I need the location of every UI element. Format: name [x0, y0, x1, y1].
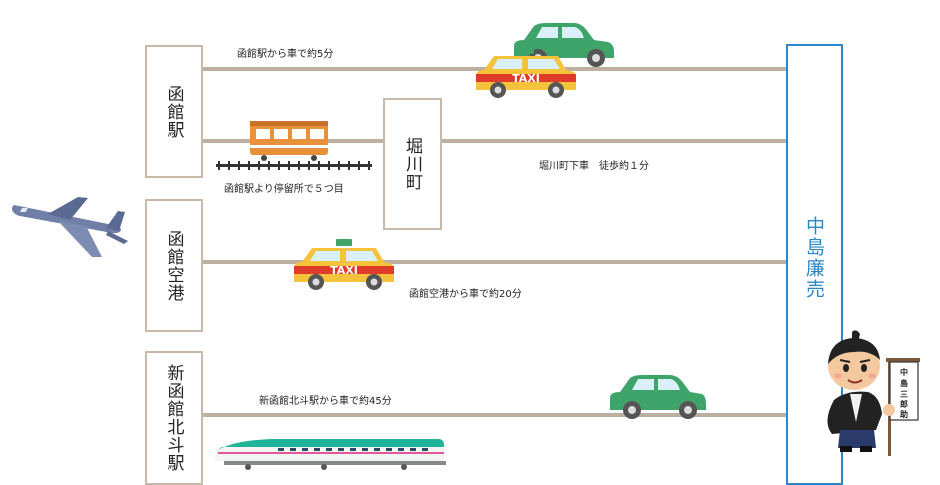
shinkansen-icon: [215, 439, 446, 470]
route-line-horikawa: [441, 139, 788, 143]
taxi-icon: TAXI: [476, 47, 576, 98]
note-shinkansen-car: 新函館北斗駅から車で約45分: [259, 396, 392, 407]
taxi-icon: TAXI: [294, 239, 394, 290]
station-airport: 函館空港: [145, 199, 203, 332]
svg-text:三: 三: [900, 390, 908, 399]
route-line-shinkansen: [202, 413, 788, 417]
mascot-icon: 中 島 三 郎 助: [827, 330, 920, 456]
taxi-label: TAXI: [330, 264, 358, 277]
note-airport-car: 函館空港から車で約20分: [409, 289, 522, 300]
svg-text:島: 島: [900, 378, 908, 388]
station-horikawa: 堀川町: [383, 98, 442, 230]
taxi-label: TAXI: [512, 72, 540, 85]
svg-text:助: 助: [900, 409, 908, 419]
station-shinkansen: 新函館北斗駅: [145, 351, 203, 485]
station-horikawa-label: 堀川町: [402, 137, 422, 191]
note-hakodate-car: 函館駅から車で約5分: [237, 49, 334, 60]
station-hakodate-label: 函館駅: [163, 84, 184, 139]
airplane-icon: [12, 197, 128, 257]
station-hakodate: 函館駅: [145, 45, 203, 178]
destination-label: 中島廉売: [803, 216, 825, 300]
note-horikawa-walk: 堀川町下車 徒歩約１分: [539, 161, 649, 172]
tram-icon: [216, 121, 372, 170]
station-shinkansen-label: 新函館北斗駅: [163, 364, 184, 472]
svg-text:郎: 郎: [900, 399, 908, 409]
station-airport-label: 函館空港: [163, 229, 184, 302]
note-tram: 函館駅より停留所で５つ目: [224, 184, 344, 195]
car-icon: [610, 375, 706, 419]
route-line-airport: [202, 260, 788, 264]
svg-text:中: 中: [900, 367, 908, 377]
